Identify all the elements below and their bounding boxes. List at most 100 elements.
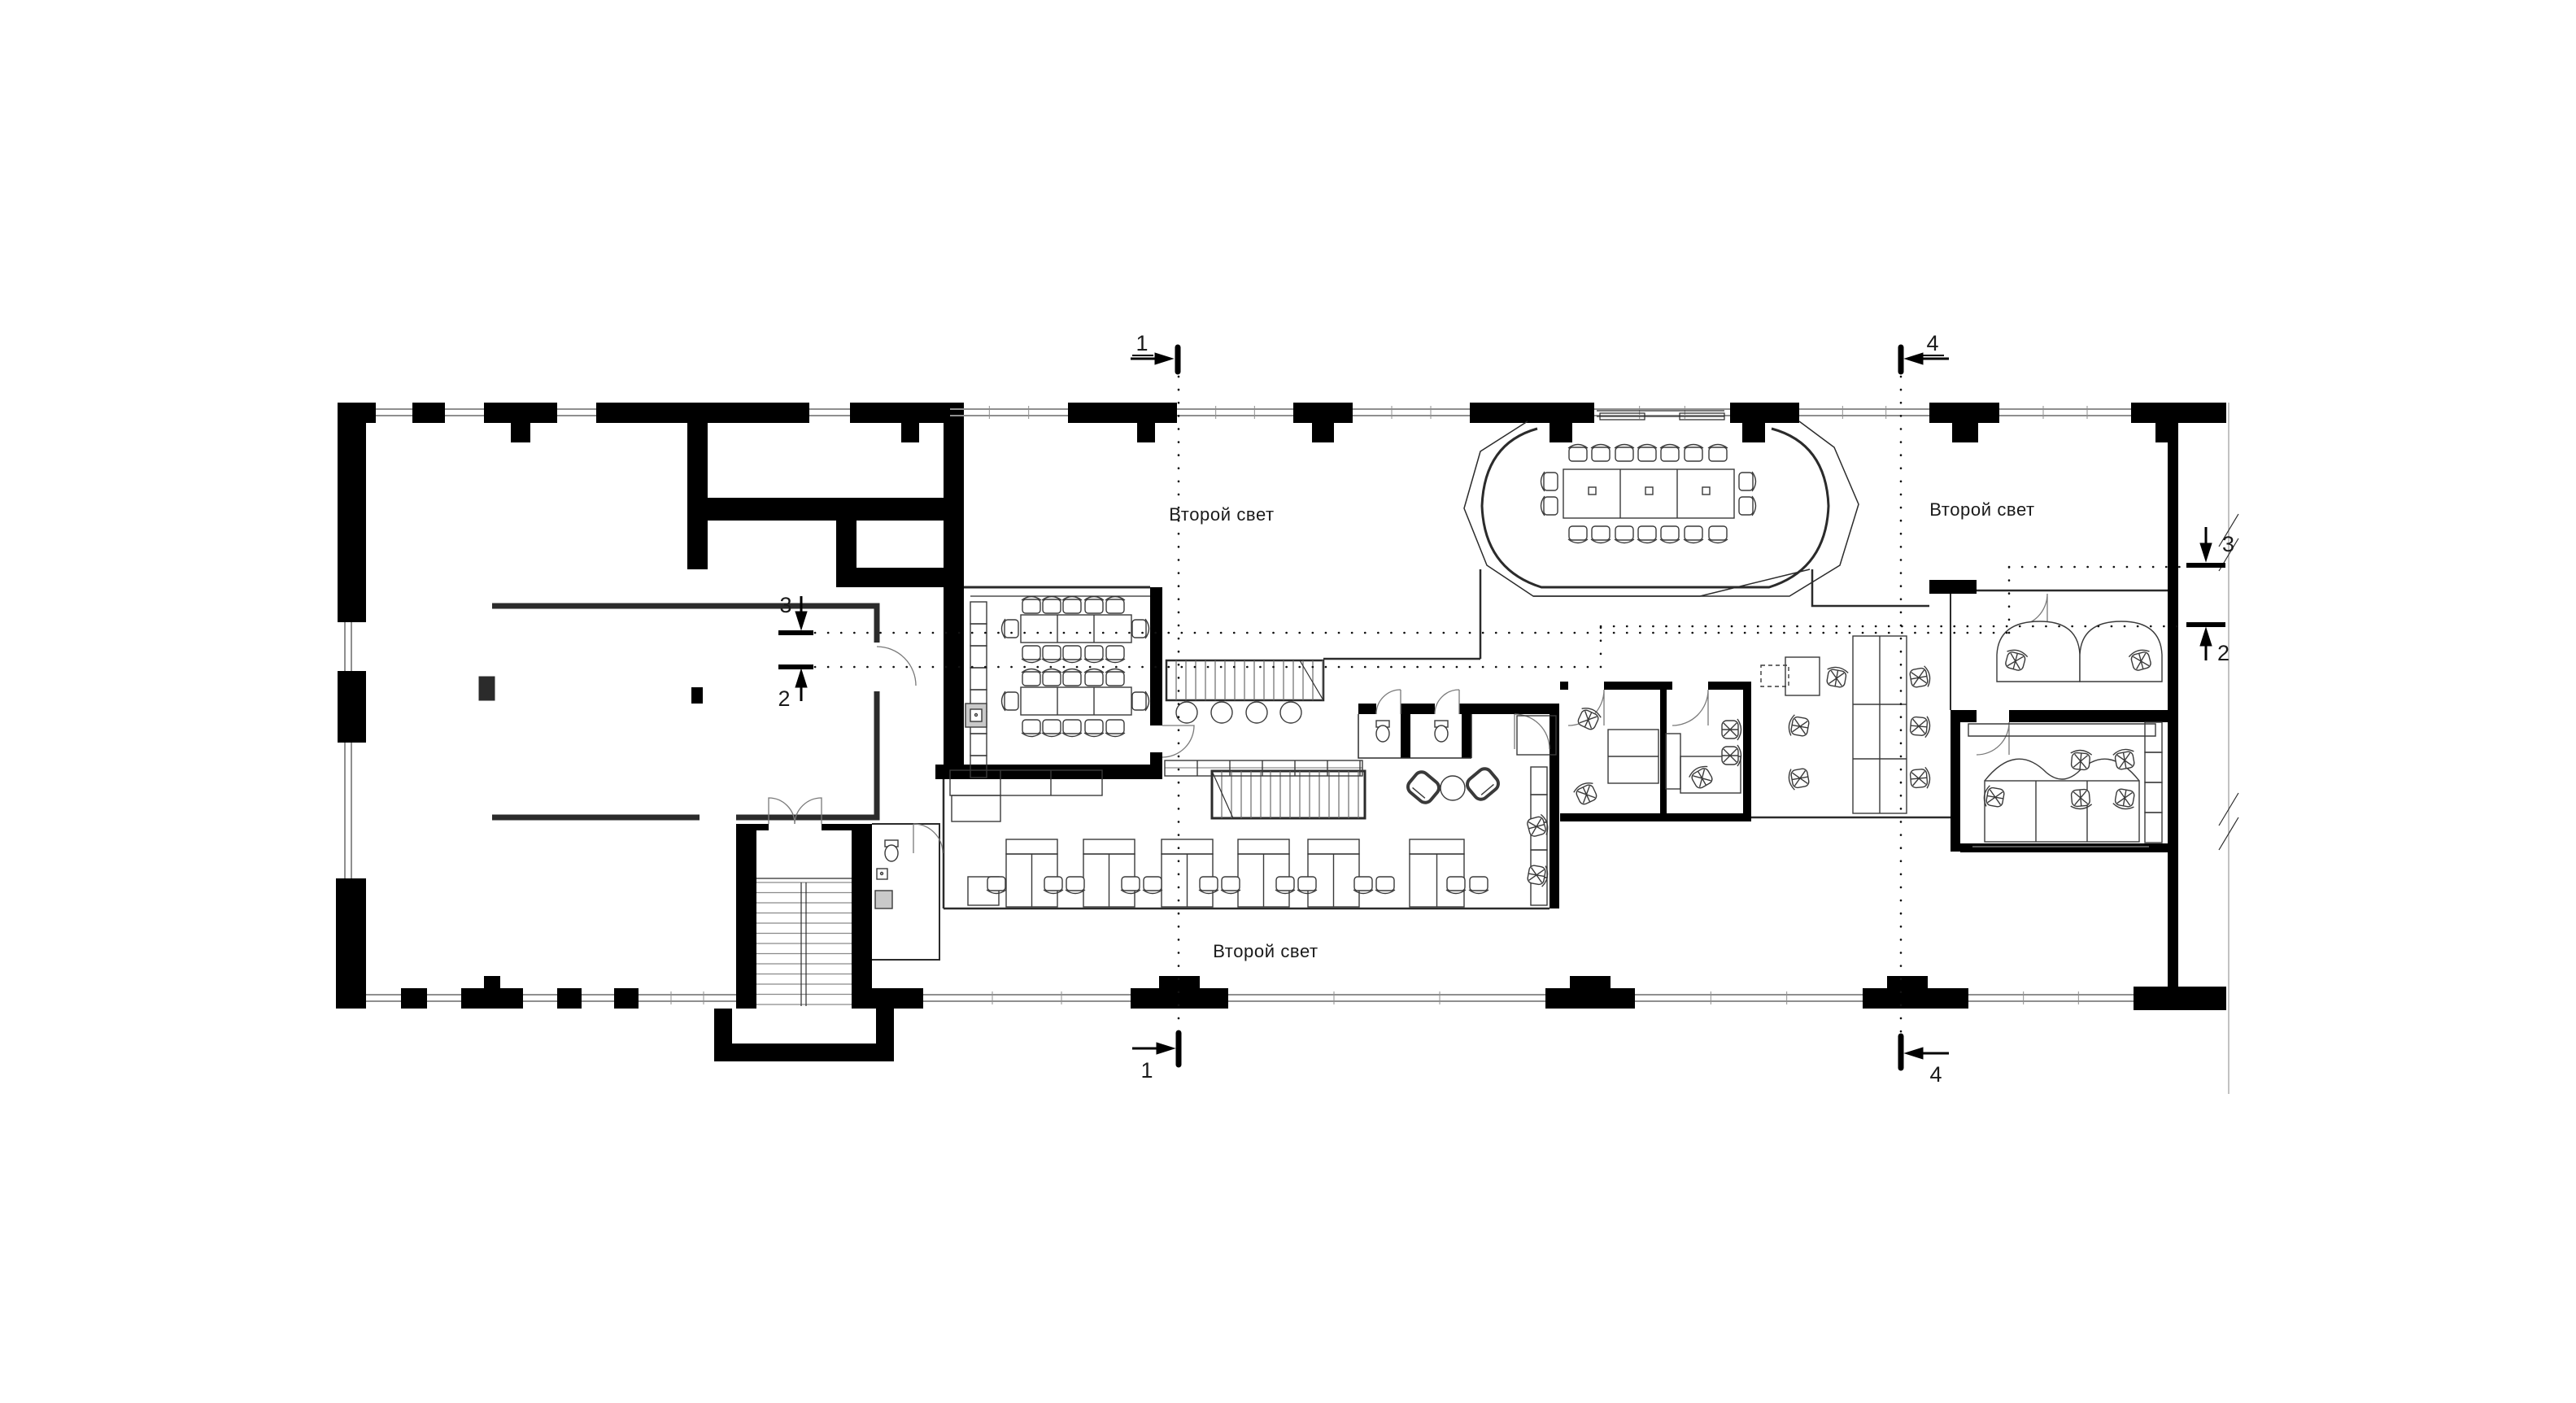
chair bbox=[1590, 525, 1611, 544]
chair bbox=[1041, 595, 1062, 614]
office-chair bbox=[1909, 766, 1932, 791]
section-marker-1-bottom: 1 bbox=[1132, 1030, 1182, 1083]
column bbox=[1293, 403, 1353, 423]
chair bbox=[1043, 876, 1064, 895]
chair bbox=[1105, 668, 1126, 686]
railing-stair-upper bbox=[1165, 659, 1325, 702]
svg-text:2: 2 bbox=[778, 686, 790, 711]
column bbox=[850, 403, 950, 423]
void-label-bottom: Второй свет bbox=[1213, 941, 1319, 961]
conference-room-outline bbox=[1463, 420, 1859, 597]
chair bbox=[1083, 595, 1105, 614]
desk bbox=[1237, 839, 1290, 855]
chair bbox=[1131, 618, 1150, 639]
desk bbox=[1307, 839, 1360, 855]
chair bbox=[1659, 525, 1680, 544]
office-chair bbox=[1721, 718, 1742, 741]
svg-text:1: 1 bbox=[1140, 1058, 1153, 1083]
chair bbox=[1375, 876, 1396, 895]
column bbox=[1068, 403, 1177, 423]
section-marker-3-left: 3 bbox=[778, 593, 813, 635]
office-chair bbox=[1525, 813, 1551, 840]
svg-text:3: 3 bbox=[2222, 532, 2234, 556]
chair bbox=[1061, 595, 1083, 614]
break-mark bbox=[2218, 792, 2239, 851]
chair bbox=[1637, 525, 1658, 544]
office-chair bbox=[2068, 788, 2093, 811]
column bbox=[1929, 403, 1999, 423]
office-chair bbox=[1786, 765, 1811, 791]
column bbox=[557, 988, 582, 1009]
chair bbox=[1041, 719, 1062, 738]
chair bbox=[1061, 668, 1083, 686]
pouf bbox=[1175, 701, 1198, 724]
office-chair bbox=[2068, 748, 2093, 771]
chair bbox=[1142, 876, 1163, 895]
chair bbox=[1120, 876, 1141, 895]
chair bbox=[1041, 645, 1062, 664]
section-marker-2-right: 2 bbox=[2186, 622, 2229, 665]
section-marker-4-bottom: 4 bbox=[1898, 1033, 1949, 1087]
column bbox=[614, 988, 639, 1009]
section-marker-4-top: 4 bbox=[1898, 331, 1949, 375]
section-marker-2-left: 2 bbox=[778, 664, 813, 711]
chair bbox=[1707, 525, 1728, 544]
desk-clusters bbox=[1005, 839, 1465, 908]
chair bbox=[1198, 876, 1219, 895]
chair bbox=[1061, 719, 1083, 738]
chair bbox=[1021, 645, 1042, 664]
office-chair bbox=[1721, 744, 1742, 767]
reception-counter bbox=[949, 760, 1363, 822]
chair bbox=[1083, 719, 1105, 738]
office-chair bbox=[2112, 747, 2138, 771]
chair bbox=[1590, 443, 1611, 462]
section-markers: 1 1 4 4 3 2 bbox=[778, 331, 2234, 1087]
conference-table bbox=[1563, 468, 1735, 519]
chair bbox=[1468, 876, 1489, 895]
chair bbox=[1275, 876, 1296, 895]
void-label-top: Второй свет bbox=[1169, 504, 1275, 525]
void-label-right: Второй свет bbox=[1929, 499, 2035, 520]
open-area-tables bbox=[1760, 635, 1907, 814]
chair bbox=[1738, 471, 1757, 492]
room-labels: Второй свет Второй свет Второй свет bbox=[1169, 499, 2035, 961]
office-chair bbox=[1526, 862, 1550, 888]
office-chair bbox=[1571, 779, 1601, 808]
chair bbox=[1105, 645, 1126, 664]
chair bbox=[1567, 443, 1589, 462]
chair bbox=[1637, 443, 1658, 462]
chair bbox=[1683, 525, 1704, 544]
armchair bbox=[1462, 764, 1503, 804]
railing-stair-lower bbox=[1210, 769, 1366, 820]
office-chair bbox=[1824, 664, 1850, 689]
training-tables bbox=[1020, 614, 1132, 716]
column bbox=[1863, 988, 1968, 1009]
chair bbox=[1445, 876, 1467, 895]
stairs bbox=[756, 659, 1366, 1006]
column bbox=[1545, 988, 1635, 1009]
pouf bbox=[1279, 701, 1302, 724]
desk bbox=[1161, 839, 1214, 855]
chair bbox=[1353, 876, 1374, 895]
section-marker-1-top: 1 bbox=[1131, 331, 1181, 375]
furniture bbox=[874, 443, 2163, 909]
chair bbox=[1021, 668, 1042, 686]
chair bbox=[1105, 719, 1126, 738]
chair bbox=[1540, 471, 1558, 492]
column bbox=[461, 988, 523, 1009]
column bbox=[484, 403, 557, 423]
section-line-3 bbox=[813, 565, 2186, 634]
chair bbox=[986, 876, 1007, 895]
chair bbox=[1683, 443, 1704, 462]
desk bbox=[1083, 839, 1135, 855]
svg-text:2: 2 bbox=[2217, 641, 2229, 665]
curved-desk-lower bbox=[1968, 723, 2156, 843]
svg-text:4: 4 bbox=[1926, 331, 1938, 355]
chair bbox=[1707, 443, 1728, 462]
column bbox=[2131, 403, 2226, 423]
svg-text:1: 1 bbox=[1135, 331, 1148, 355]
section-marker-3-right: 3 bbox=[2186, 527, 2234, 568]
main-staircase bbox=[756, 882, 852, 1005]
